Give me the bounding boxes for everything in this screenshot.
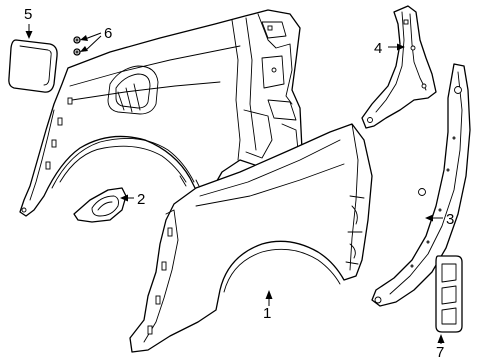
callout-labels: 1 2 3 4 5 6 7	[24, 6, 454, 360]
bracket-part	[73, 187, 127, 223]
fuel-door-part	[8, 39, 58, 93]
callout-2-label: 2	[137, 191, 145, 208]
trim-strip-part	[371, 63, 471, 307]
callout-leaders	[25, 24, 445, 344]
callout-4-label: 4	[374, 40, 382, 57]
callout-1-label: 1	[263, 305, 271, 322]
vent-part	[435, 255, 463, 333]
front-fender-part	[129, 123, 373, 353]
clip-parts	[73, 36, 81, 56]
quarter-panel-assembly	[19, 9, 303, 217]
callout-5-label: 5	[24, 6, 32, 23]
callout-7-label: 7	[436, 344, 444, 360]
reinforcement-part	[361, 5, 437, 129]
callout-6-label: 6	[104, 25, 112, 42]
callout-3-label: 3	[446, 211, 454, 228]
